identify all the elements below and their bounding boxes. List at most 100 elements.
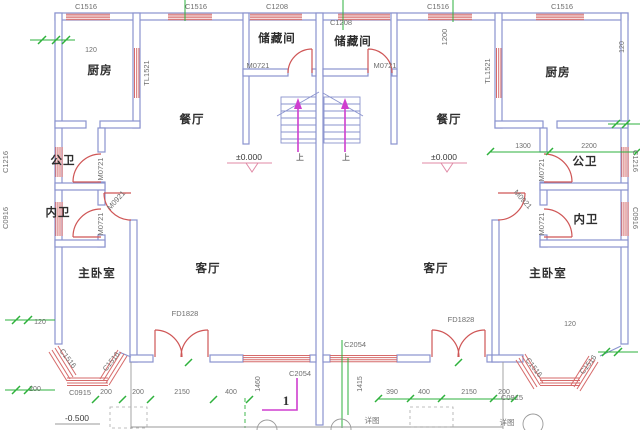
window-c1208-right xyxy=(338,13,390,21)
dim-120-topleft: 120 xyxy=(85,47,97,54)
stair-arrow-left xyxy=(294,98,302,152)
room-label-dining-left: 餐厅 xyxy=(179,112,205,126)
label-c0915-right: C0915 xyxy=(501,393,523,402)
room-label-living-right: 客厅 xyxy=(423,261,449,275)
label-bay-diag-right-2: C1516 xyxy=(578,353,599,376)
room-label-storage-left: 储藏间 xyxy=(258,31,296,45)
label-bay-diag-left-1: C1516 xyxy=(58,347,79,370)
window-c1208-left xyxy=(250,13,302,21)
dim-390-br: 390 xyxy=(386,389,398,396)
dim-200-br: 200 xyxy=(498,389,510,396)
dim-400-bl: 400 xyxy=(225,389,237,396)
window-c2054-right xyxy=(330,355,397,363)
room-label-ibath-left: 内卫 xyxy=(46,205,71,219)
door-ibath-left xyxy=(72,208,102,238)
window-c1516-top-left xyxy=(66,13,110,21)
label-m0721-storage-right: M0721 xyxy=(374,61,397,70)
bay-window-left xyxy=(48,345,128,386)
stairs xyxy=(276,91,364,152)
stair-arrow-right xyxy=(341,98,349,152)
room-label-dining-right: 餐厅 xyxy=(436,112,462,126)
elevation-zero-right: ±0.000 xyxy=(431,152,457,162)
dim-120-bottomleft: 120 xyxy=(34,319,46,326)
door-storage-left xyxy=(287,48,313,74)
label-c0916-left: C0916 xyxy=(1,207,10,229)
room-label-kitchen-right: 厨房 xyxy=(546,65,571,79)
dim-1300: 1300 xyxy=(515,143,531,150)
axis-bubble-2 xyxy=(330,418,352,430)
window-tl1521-left xyxy=(134,48,140,98)
dim-200-edge-left: 200 xyxy=(29,386,41,393)
label-tl1521-left: TL1521 xyxy=(142,60,151,85)
room-label-pbath-right: 公卫 xyxy=(573,155,598,168)
label-c1516-3: C1516 xyxy=(427,2,449,11)
label-m0721-storage-left: M0721 xyxy=(247,61,270,70)
window-c0916-left xyxy=(55,202,63,236)
window-c1516-top-left2 xyxy=(168,13,212,21)
section-number: 1 xyxy=(283,393,290,408)
label-m0921-right: M0921 xyxy=(512,188,534,211)
detail-note-center: 详图 xyxy=(365,415,380,425)
dim-2200: 2200 xyxy=(581,143,597,150)
room-label-kitchen-left: 厨房 xyxy=(88,63,113,77)
detail-bubble xyxy=(522,413,544,430)
axis-lines xyxy=(5,0,640,428)
window-c1516-top-right xyxy=(536,13,584,21)
room-label-pbath-left: 公卫 xyxy=(51,154,76,167)
window-c1216-left xyxy=(55,147,63,177)
room-label-living-left: 客厅 xyxy=(195,261,221,275)
dim-1415: 1415 xyxy=(357,376,364,392)
dim-2150-bl: 2150 xyxy=(174,389,190,396)
label-c2054-right: C2054 xyxy=(344,340,366,349)
section-mark xyxy=(262,378,298,411)
window-tl1521-right xyxy=(496,48,502,98)
window-c2054-left xyxy=(243,355,310,363)
label-m0721-ibath-right: M0721 xyxy=(537,213,546,236)
label-1200: 1200 xyxy=(440,29,449,46)
label-c1516-4: C1516 xyxy=(551,2,573,11)
door-pbath-right xyxy=(543,153,573,183)
label-tl1521-right: TL1521 xyxy=(483,58,492,83)
label-c2054-left: C2054 xyxy=(289,369,311,378)
label-c0916-right: C0916 xyxy=(631,207,640,229)
elevation-zero-left: ±0.000 xyxy=(236,152,262,162)
window-c0916-right xyxy=(621,202,629,236)
door-ibath-right xyxy=(543,208,573,238)
label-fd1828-right: FD1828 xyxy=(448,315,475,324)
porch-lines xyxy=(109,362,544,430)
room-label-storage-right: 储藏间 xyxy=(334,34,372,48)
label-c1516-1: C1516 xyxy=(75,2,97,11)
dim-400-br: 400 xyxy=(418,389,430,396)
windows xyxy=(48,13,629,392)
label-c1516-2: C1516 xyxy=(185,2,207,11)
label-m0721-pbath-right: M0721 xyxy=(537,159,546,182)
label-c1208-1: C1208 xyxy=(266,2,288,11)
label-c1216-left: C1216 xyxy=(1,151,10,173)
window-c1516-top-right2 xyxy=(428,13,472,21)
door-bedroom-right xyxy=(497,192,526,221)
room-label-ibath-right: 内卫 xyxy=(574,212,599,226)
door-fd1828-right xyxy=(431,329,486,358)
detail-note-right: 详图 xyxy=(500,417,515,427)
room-label-bedroom-right: 主卧室 xyxy=(529,266,567,280)
axis-bubble-1 xyxy=(256,419,278,430)
label-c1216-right: C1216 xyxy=(631,150,640,172)
dim-2150-br: 2150 xyxy=(461,389,477,396)
label-c0915-left: C0915 xyxy=(69,388,91,397)
elevation-minus-500: -0.500 xyxy=(65,413,89,423)
label-c1208-2: C1208 xyxy=(330,18,352,27)
label-m0921-left: M0921 xyxy=(105,189,127,212)
dim-200-bl2: 200 xyxy=(132,389,144,396)
doors xyxy=(72,48,573,358)
dim-1460: 1460 xyxy=(255,376,262,392)
label-fd1828-left: FD1828 xyxy=(172,309,199,318)
stair-up-label-left: 上 xyxy=(296,153,304,162)
stair-up-label-right: 上 xyxy=(342,153,350,162)
bay-window-right xyxy=(515,353,599,392)
label-m0721-ibath-left: M0721 xyxy=(96,213,105,236)
door-fd1828-left xyxy=(154,329,209,358)
room-label-bedroom-left: 主卧室 xyxy=(78,266,116,280)
dim-120-bottomright: 120 xyxy=(564,321,576,328)
